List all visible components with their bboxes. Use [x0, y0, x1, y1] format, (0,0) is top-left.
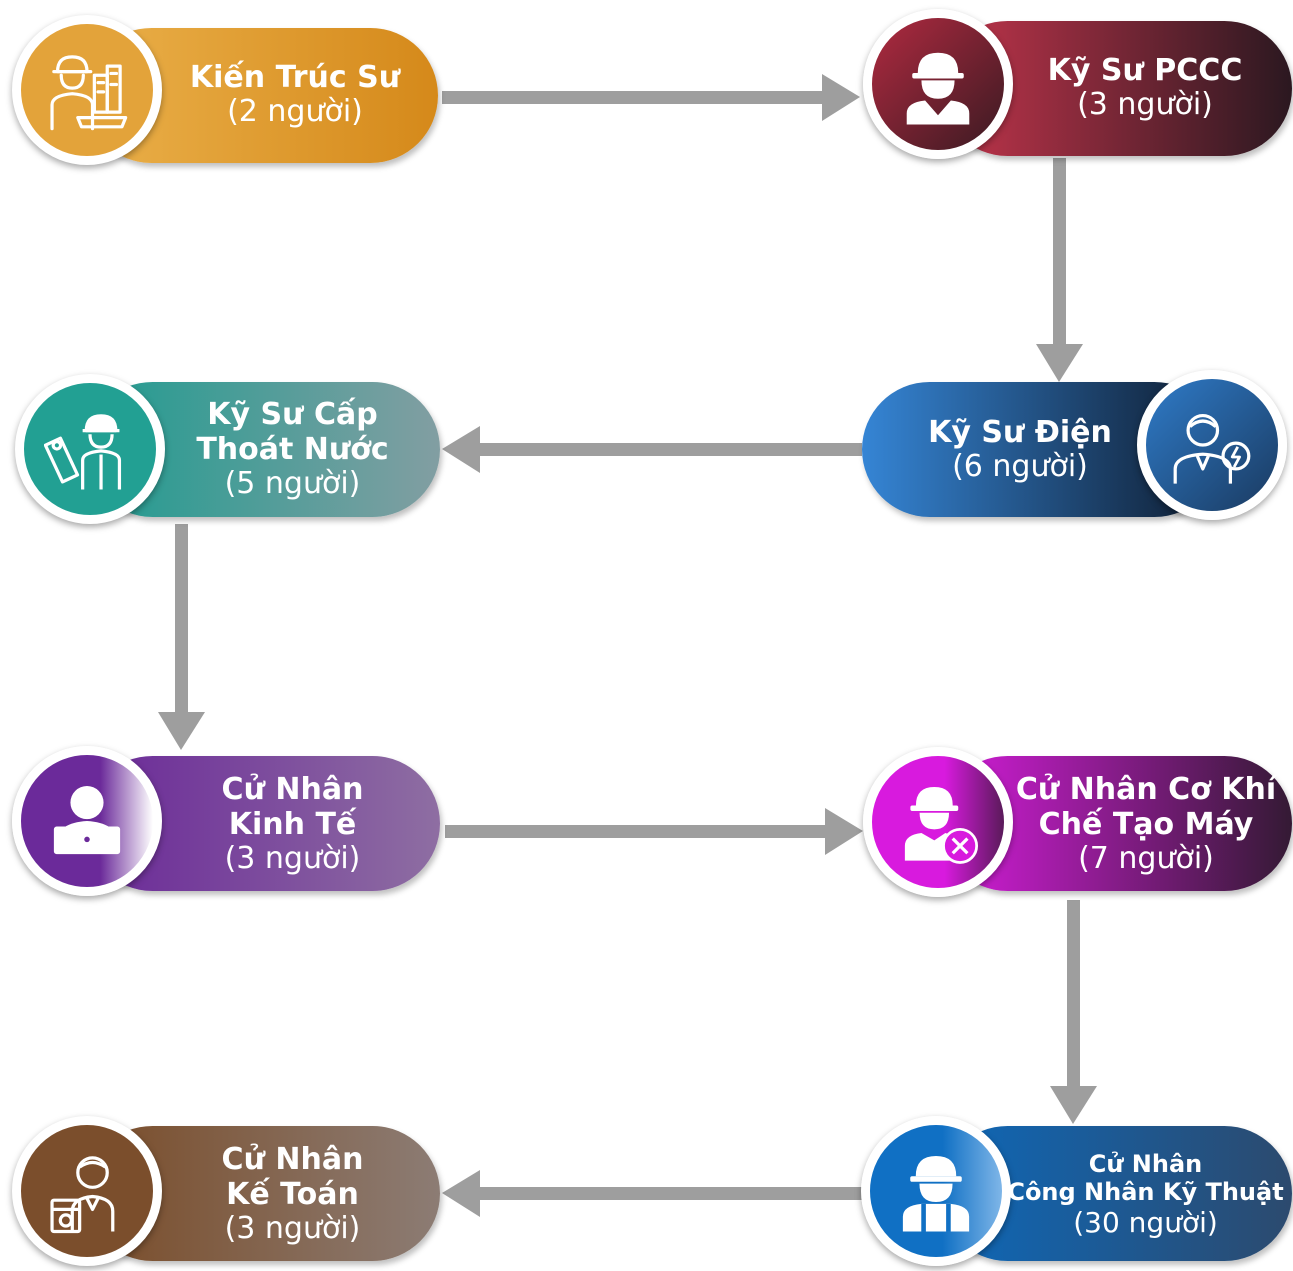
- icon-circle: [1137, 370, 1287, 520]
- node-title: Cử Nhân: [221, 772, 364, 808]
- node-cu-nhan-ke-toan: Cử Nhân Kế Toán (3 người): [0, 1110, 450, 1271]
- node-title-line2: Kinh Tế: [228, 806, 357, 842]
- arrow-co-khi-to-cong-nhan: [1050, 900, 1097, 1124]
- node-title: Kỹ Sư PCCC: [1047, 52, 1243, 88]
- node-title-line2: Kế Toán: [226, 1176, 359, 1212]
- icon-circle: [861, 1116, 1011, 1266]
- node-count: (3 người): [224, 1211, 361, 1247]
- electrical-engineer-icon: [1173, 413, 1251, 484]
- node-ky-su-dien: Kỹ Sư Điện (6 người): [860, 365, 1293, 535]
- architect-icon: [50, 55, 128, 131]
- node-count: (2 người): [227, 94, 363, 129]
- node-label: Cử Nhân Cơ Khí Chế Tạo Máy (7 người): [1010, 765, 1282, 885]
- node-cong-nhan-ky-thuat: Cử Nhân Công Nhân Kỹ Thuật (30 người): [858, 1110, 1293, 1271]
- icon-circle: [12, 746, 162, 896]
- node-ky-su-pccc: Kỹ Sư PCCC (3 người): [860, 0, 1293, 180]
- node-count: (5 người): [224, 466, 361, 502]
- node-count: (6 người): [952, 449, 1088, 484]
- node-label: Cử Nhân Kế Toán (3 người): [150, 1135, 435, 1255]
- node-label: Cử Nhân Kinh Tế (3 người): [150, 765, 435, 885]
- arrow-cap-thoat-nuoc-to-kinh-te: [158, 524, 205, 750]
- node-count: (3 người): [1077, 87, 1213, 122]
- node-label: Kỹ Sư Điện (6 người): [880, 395, 1160, 505]
- engineer-blueprint-icon: [44, 414, 122, 490]
- node-title: Kỹ Sư Điện: [928, 414, 1112, 450]
- node-count: (7 người): [1078, 841, 1214, 877]
- icon-circle: [15, 374, 165, 524]
- arrow-kinh-te-to-co-khi: [445, 808, 863, 855]
- node-count: (30 người): [1073, 1205, 1218, 1239]
- node-title: Cử Nhân: [221, 1142, 364, 1178]
- node-title: Kỹ Sư Cấp: [207, 397, 378, 433]
- arrow-kien-truc-su-to-ky-su-pccc: [442, 74, 860, 121]
- laptop-user-icon: [53, 786, 121, 855]
- icon-circle: [863, 747, 1013, 897]
- accountant-icon: [50, 1156, 115, 1234]
- arrow-cong-nhan-to-ke-toan: [442, 1170, 862, 1217]
- node-label: Kiến Trúc Sư (2 người): [150, 40, 440, 150]
- node-title-line2: Thoát Nước: [196, 431, 389, 467]
- node-title: Kiến Trúc Sư: [189, 59, 401, 95]
- node-title-line2: Công Nhân Kỹ Thuật: [1007, 1177, 1284, 1206]
- icon-circle: [12, 1116, 162, 1266]
- engineer-hardhat-icon: [906, 52, 970, 125]
- mechanic-tools-icon: [904, 787, 979, 864]
- node-ky-su-cap-thoat-nuoc: Kỹ Sư Cấp Thoát Nước (5 người): [0, 365, 450, 535]
- node-title-line2: Chế Tạo Máy: [1038, 806, 1254, 842]
- node-label: Kỹ Sư PCCC (3 người): [1010, 33, 1280, 143]
- node-cu-nhan-kinh-te: Cử Nhân Kinh Tế (3 người): [0, 740, 450, 910]
- icon-circle: [863, 9, 1013, 159]
- node-title: Cử Nhân Cơ Khí: [1015, 772, 1277, 808]
- node-label: Kỹ Sư Cấp Thoát Nước (5 người): [150, 390, 435, 510]
- node-label: Cử Nhân Công Nhân Kỹ Thuật (30 người): [1007, 1135, 1284, 1255]
- node-title: Cử Nhân: [1088, 1150, 1203, 1179]
- node-cu-nhan-co-khi: Cử Nhân Cơ Khí Chế Tạo Máy (7 người): [860, 740, 1293, 910]
- worker-hardhat-icon: [902, 1156, 970, 1232]
- node-kien-truc-su: Kiến Trúc Sư (2 người): [0, 0, 450, 180]
- arrow-ky-su-dien-to-cap-thoat-nuoc: [442, 426, 862, 473]
- node-count: (3 người): [224, 841, 361, 877]
- icon-circle: [12, 15, 162, 165]
- arrow-ky-su-pccc-to-ky-su-dien: [1036, 158, 1083, 382]
